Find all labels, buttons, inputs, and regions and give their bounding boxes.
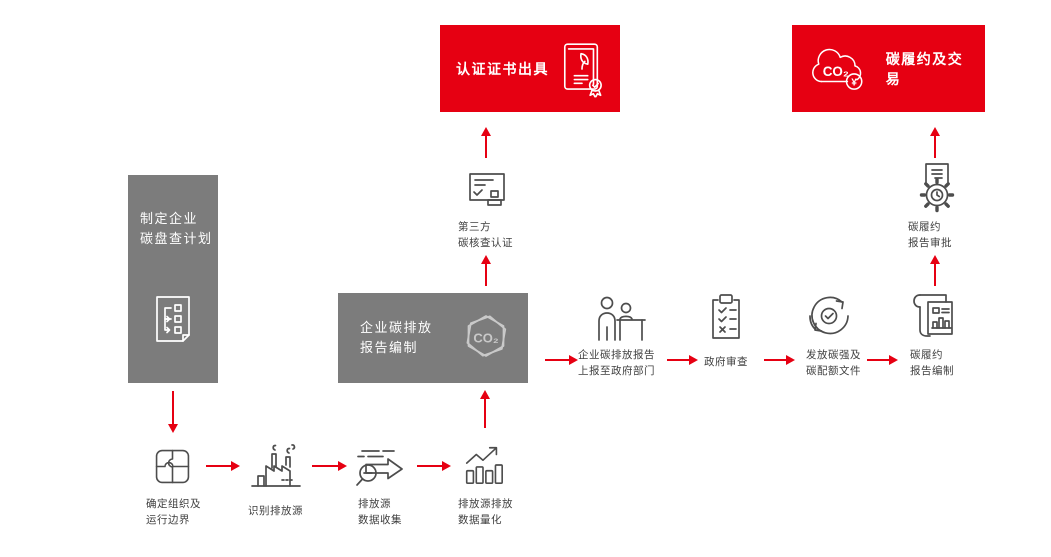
people-counter-icon <box>592 294 648 344</box>
step-quantify-label: 排放源排放 数据量化 <box>458 498 513 526</box>
arrow-report-to-submit <box>545 355 578 365</box>
stamp-certify-icon <box>466 170 508 216</box>
arrow-quantify-to-report <box>480 390 490 428</box>
co2-cloud-yen-icon: CO₂ ¥ <box>808 43 871 95</box>
bar-chart-up-icon <box>460 442 506 488</box>
step-review-label: 政府审查 <box>704 356 748 368</box>
certificate-ribbon-icon <box>560 40 604 98</box>
arrow-boundary-to-identify <box>206 461 240 471</box>
report-label: 企业碳排放 报告编制 <box>360 320 433 356</box>
arrow-third-party-to-cert <box>481 127 491 158</box>
arrow-submit-to-review <box>667 355 698 365</box>
report-documents-icon <box>908 290 958 342</box>
plan-document-icon <box>152 293 194 345</box>
step-third-party-label: 第三方 碳核查认证 <box>458 221 513 249</box>
checklist-clipboard-icon <box>706 292 746 342</box>
step-boundary-label: 确定组织及 运行边界 <box>146 498 201 526</box>
arrow-issue-to-compile <box>867 355 898 365</box>
step-compile-label: 碳履约 报告编制 <box>910 349 954 377</box>
co2-hexagon-icon: CO₂ <box>458 310 514 366</box>
plan-box: 制定企业 碳盘查计划 <box>128 175 218 383</box>
arrow-plan-to-boundary <box>168 391 178 433</box>
arrow-compile-to-approve <box>930 255 940 286</box>
arrow-approve-to-trade <box>930 127 940 158</box>
cycle-check-icon <box>803 290 855 342</box>
factory-icon <box>248 442 304 490</box>
trade-box: CO₂ ¥ 碳履约及交易 <box>792 25 985 112</box>
step-submit-label: 企业碳排放报告 上报至政府部门 <box>578 349 655 377</box>
puzzle-icon <box>150 444 195 489</box>
arrow-identify-to-collect <box>312 461 347 471</box>
cloud-yen-text: ¥ <box>851 77 857 88</box>
plan-label: 制定企业 碳盘查计划 <box>140 211 213 247</box>
hexagon-co2-text: CO₂ <box>473 331 499 346</box>
report-box: 企业碳排放 报告编制 CO₂ <box>338 293 528 383</box>
cloud-co2-text: CO₂ <box>823 64 849 79</box>
magnifier-arrow-icon <box>352 444 410 492</box>
trade-label: 碳履约及交易 <box>885 50 964 87</box>
step-identify-label: 识别排放源 <box>248 505 303 517</box>
arrow-review-to-issue <box>764 355 795 365</box>
cert-issue-label: 认证证书出具 <box>456 60 549 77</box>
arrow-report-to-third-party <box>481 255 491 286</box>
arrow-collect-to-quantify <box>417 461 451 471</box>
step-approve-label: 碳履约 报告审批 <box>908 221 952 249</box>
cert-issue-box: 认证证书出具 <box>440 25 620 112</box>
step-issue-label: 发放碳强及 碳配额文件 <box>806 349 861 377</box>
step-collect-label: 排放源 数据收集 <box>358 498 402 526</box>
gear-document-icon <box>912 160 960 214</box>
